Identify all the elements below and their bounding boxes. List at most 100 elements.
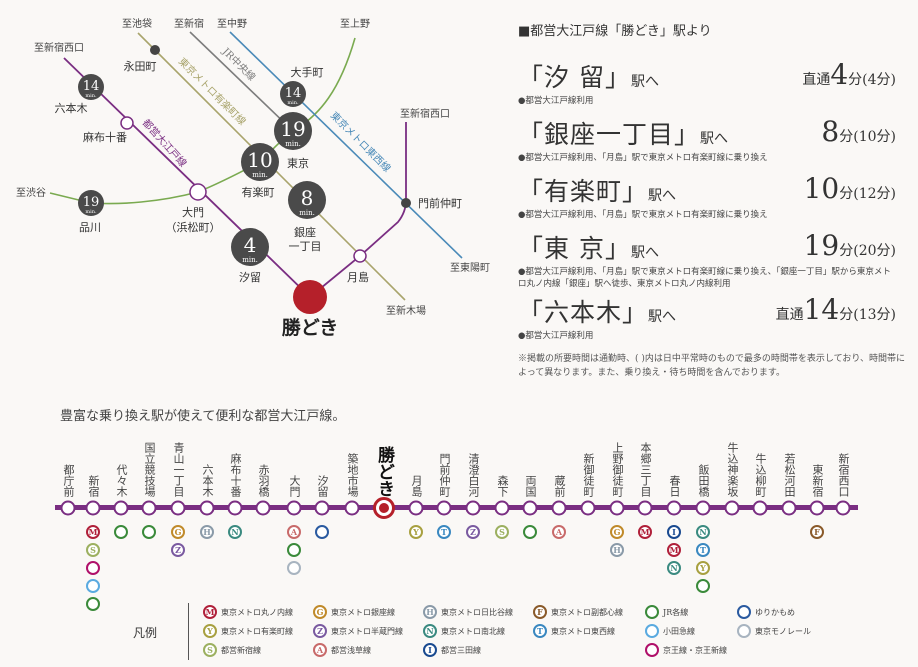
badge-minutes: 4: [244, 233, 257, 257]
badge-unit: min.: [252, 171, 268, 179]
station-name: 代々木: [115, 464, 128, 497]
station-name: 若松河田: [783, 453, 796, 497]
transfer-M-icon: M: [667, 543, 681, 557]
route-item: 「汐 留」駅へ直通4分(4分)●都営大江戸線利用: [518, 58, 896, 107]
station-marker: [835, 500, 851, 516]
transfer-N-icon: N: [696, 525, 710, 539]
station-marker: [752, 500, 768, 516]
transfer-S-icon: S: [203, 643, 217, 657]
transfer-monorail-icon: [287, 561, 301, 575]
station-name: 清澄白河: [467, 453, 480, 497]
legend-label: 東京メトロ副都心線: [551, 607, 623, 617]
legend-label: 都営三田線: [441, 645, 481, 655]
oedo-line-bar: [55, 505, 858, 510]
station-label: 麻布十番: [83, 130, 127, 144]
station-marker: [113, 500, 129, 516]
route-time: 10分(12分): [804, 172, 896, 205]
transfer-H-icon: H: [610, 543, 624, 557]
transfer-A-icon: A: [552, 525, 566, 539]
station-name: 牛込神楽坂: [726, 442, 739, 497]
legend-item: Z 東京メトロ半蔵門線: [313, 624, 403, 638]
badge-yurakucho: [241, 143, 279, 181]
legend-label: 東京メトロ丸ノ内線: [221, 607, 293, 617]
badge-roppongi: [78, 74, 104, 100]
legend-label: 東京メトロ南北線: [441, 626, 505, 636]
route-item: 「六本木」駅へ直通14分(13分)●都営大江戸線利用: [518, 293, 896, 342]
legend-label: 小田急線: [663, 626, 695, 636]
tozai-line-label: 東京メトロ東西線: [328, 109, 394, 175]
legend-label: JR各線: [663, 607, 689, 617]
route-minutes: 19: [803, 229, 840, 262]
station-name: 春日: [668, 475, 681, 497]
route-station-name: 「六本木」: [518, 298, 649, 327]
transfer-F-icon: F: [810, 525, 824, 539]
oedo-line-label: 都営大江戸線: [140, 116, 190, 169]
transfer-jr-icon: [523, 525, 537, 539]
oedo-line: [63, 57, 407, 299]
legend-item: 小田急線: [645, 624, 695, 638]
station-marker: [809, 500, 825, 516]
badge-shinagawa: [78, 190, 104, 216]
transfer-Z-icon: Z: [313, 624, 327, 638]
legend-label: 東京モノレール: [755, 626, 811, 636]
station-marker: [170, 500, 186, 516]
badge-minutes: 14: [285, 86, 302, 101]
origin-station-label: 勝どき: [282, 316, 338, 339]
badge-minutes: 14: [83, 79, 100, 94]
station-marker: [494, 500, 510, 516]
station-name: 麻布十番: [229, 453, 242, 497]
station-label: 永田町: [124, 59, 157, 73]
route-time: 8分(10分): [821, 115, 896, 148]
station-marker: [580, 500, 596, 516]
station-marker: [255, 500, 271, 516]
direction-label: 至池袋: [122, 17, 152, 30]
station-marker: [436, 500, 452, 516]
chuo-line-label: JR中央線: [219, 44, 258, 83]
transfer-jr-icon: [287, 543, 301, 557]
station-marker: [465, 500, 481, 516]
transfer-G-icon: G: [171, 525, 185, 539]
station-name: 両国: [524, 475, 537, 497]
legend-title: 凡例: [133, 626, 158, 640]
transfer-jr-icon: [142, 525, 156, 539]
station-marker: [522, 500, 538, 516]
badge-minutes: 8: [301, 186, 314, 210]
legend-label: 京王線・京王新線: [663, 645, 727, 655]
route-minutes: 10: [803, 172, 840, 205]
station-label: 月島: [347, 270, 369, 284]
badge-minutes: 19: [280, 117, 305, 141]
transfer-T-icon: T: [696, 543, 710, 557]
route-eki-suffix: 駅へ: [630, 245, 659, 261]
station-marker: [227, 500, 243, 516]
route-note: ●都営大江戸線利用: [518, 331, 594, 341]
route-map: 都営大江戸線 東京メトロ有楽町線 JR中央線 東京メトロ東西線 至新宿西口 至池…: [16, 17, 490, 339]
station-name: 上野御徒町: [611, 442, 624, 497]
station-label: 六本木: [55, 101, 88, 115]
transfer-odakyu-icon: [86, 579, 100, 593]
route-note: ●都営大江戸線利用、「月島」駅で東京メトロ有楽町線に乗り換え: [518, 153, 768, 163]
direction-label: 至新宿西口: [400, 107, 450, 120]
legend-label: 東京メトロ半蔵門線: [331, 626, 403, 636]
station-name: 牛込柳町: [754, 453, 767, 497]
routes-header: ■都営大江戸線「勝どき」駅より: [518, 24, 712, 39]
route-eki-suffix: 駅へ: [648, 309, 677, 325]
transfer-G-icon: G: [313, 605, 327, 619]
route-station-name: 「銀座一丁目」: [518, 120, 701, 149]
station-marker: [666, 500, 682, 516]
station-marker: [609, 500, 625, 516]
route-suffix: 分(12分): [839, 186, 896, 202]
tsukishima-dot: [353, 249, 367, 263]
station-name: 月島: [410, 475, 423, 497]
station-name: 大門: [288, 475, 301, 497]
station-name: 東新宿: [811, 464, 824, 497]
station-label: 一丁目: [289, 240, 322, 253]
transfer-T-icon: T: [437, 525, 451, 539]
badge-minutes: 10: [247, 148, 272, 172]
transfer-M-icon: M: [203, 605, 217, 619]
direction-label: 至新宿西口: [34, 41, 84, 54]
